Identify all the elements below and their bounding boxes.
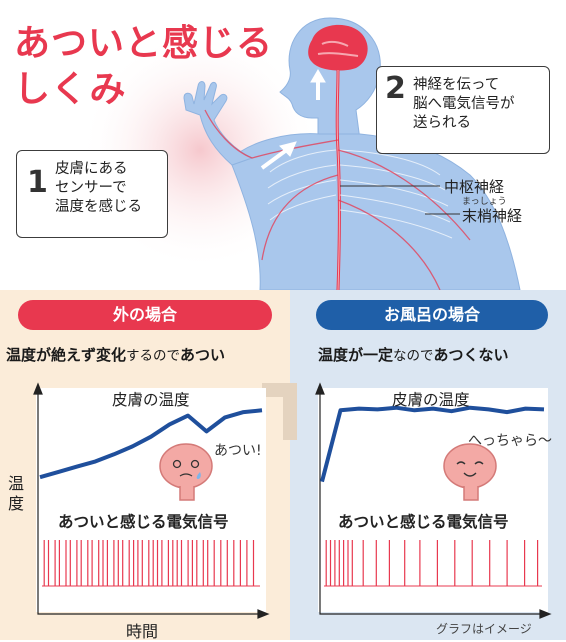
callout-2-line2: 脳へ電気信号が [413, 96, 515, 112]
outside-exclaim: あつい! [214, 443, 262, 459]
hot-brain-character [159, 443, 213, 501]
outside-axes [33, 382, 270, 619]
page-title-line2: しくみ [14, 69, 127, 110]
outside-headline-c: あつい [180, 346, 226, 364]
outside-headline-b: するので [126, 348, 181, 364]
callout-2-number: 2 [385, 71, 406, 106]
bath-headline-a: 温度が一定 [318, 346, 394, 364]
bath-exclaim: へっちゃら～ [468, 433, 552, 449]
bath-pill: お風呂の場合 [316, 300, 548, 330]
callout-1-line3: 温度を感じる [55, 199, 142, 215]
rib-lines [267, 149, 453, 239]
y-axis-label-2: 度 [8, 494, 25, 513]
callout-2-line3: 送られる [413, 115, 471, 131]
outside-temp-title: 皮膚の温度 [112, 391, 190, 409]
callout-2: 2 神経を伝って 脳へ電気信号が 送られる [376, 66, 550, 154]
page-title-line1: あついと感じる [14, 23, 274, 64]
y-axis-label-1: 温 [8, 474, 25, 493]
calm-brain-character [443, 443, 497, 501]
peripheral-nerve-label: 末梢神経 [462, 207, 523, 225]
peripheral-nerve-lines [204, 109, 471, 291]
bath-headline: 温度が一定なのであつくない [318, 344, 509, 365]
peripheral-nerve-ruby: まっしょう [462, 197, 507, 207]
bath-axes [315, 382, 552, 619]
bath-temperature-line [320, 405, 545, 483]
graph-note: グラフはイメージ [436, 622, 532, 636]
callout-2-line1: 神経を伝って [413, 77, 500, 93]
x-axis-label: 時間 [126, 622, 159, 641]
panel-connector [262, 383, 297, 440]
central-nerve-label: 中枢神経 [444, 178, 505, 196]
brain-shape [308, 24, 368, 71]
outside-signal-title: あついと感じる電気信号 [58, 513, 229, 531]
outside-headline-a: 温度が絶えず変化 [6, 346, 127, 364]
bath-temp-title: 皮膚の温度 [392, 391, 470, 409]
outside-temperature-series [39, 408, 263, 480]
bath-signal-trace [324, 540, 542, 587]
outside-headline: 温度が絶えず変化するのであつい [6, 344, 225, 365]
outside-pill: 外の場合 [18, 300, 272, 330]
callout-1-number: 1 [27, 165, 48, 200]
bath-headline-b: なので [393, 348, 434, 364]
callout-1: 1 皮膚にある センサーで 温度を感じる [16, 150, 168, 238]
signal-arrows [260, 69, 326, 170]
outside-temperature-line [39, 408, 263, 480]
bath-headline-c: あつくない [433, 346, 509, 364]
callout-1-line1: 皮膚にある [55, 161, 128, 177]
bath-temperature-series [320, 405, 545, 483]
callout-1-line2: センサーで [55, 180, 127, 196]
top-illustration: あついと感じる しくみ 1 皮膚にある センサーで 温度を感じる 2 神経を伝っ… [0, 0, 566, 291]
outside-signal-trace [42, 540, 260, 587]
bath-signal-title: あついと感じる電気信号 [338, 513, 509, 531]
